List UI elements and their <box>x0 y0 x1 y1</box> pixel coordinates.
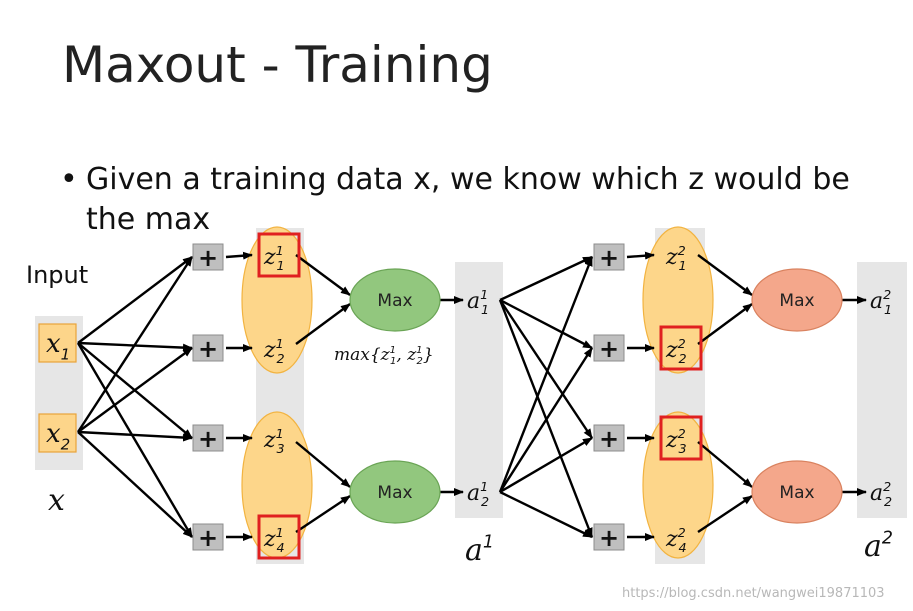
plus-box-l1-1 <box>192 243 224 271</box>
max-node-l2-top <box>751 268 843 332</box>
max-node-l2-bottom <box>751 460 843 524</box>
bullet-dot: • <box>60 162 78 197</box>
layer1-vector-label: a1 <box>465 532 494 568</box>
arrow-z1-2-to-max1 <box>295 303 351 345</box>
plus-box-l2-4 <box>593 523 625 551</box>
arrow-z1-3-to-max2 <box>295 441 351 488</box>
max-node-l1-bottom <box>349 460 441 524</box>
arrow-x1-to-plus1-4 <box>76 342 194 538</box>
arrow-z2-1-to-max3 <box>697 254 753 296</box>
arrow-a1-1-to-plus2-3 <box>499 299 593 439</box>
layer2-vector-label: a2 <box>864 528 893 564</box>
arrow-z2-3-to-max4 <box>697 441 753 488</box>
max-node-l1-bottom-label: Max <box>377 483 412 503</box>
bullet-text: Given a training data x, we know which z… <box>86 162 850 237</box>
arrow-x2-to-plus1-3 <box>77 430 193 442</box>
arrow-x2-to-plus1-1 <box>76 256 194 433</box>
arrow-a1-2-to-plus2-2 <box>498 347 594 493</box>
arrow-a1-1-to-plus2-1 <box>499 255 593 302</box>
input-box-x1 <box>38 323 77 363</box>
arrow-z2-2-to-max3 <box>697 303 753 345</box>
selected-box-z1-1 <box>257 232 301 278</box>
plus-box-l1-1-symbol: + <box>198 244 218 272</box>
arrow-plus2-1-to-z2-1 <box>626 251 655 260</box>
arrow-z1-4-to-max2 <box>295 495 351 533</box>
plus-box-l2-1-symbol: + <box>599 244 619 272</box>
plus-box-l2-2 <box>593 334 625 362</box>
layer2-output-band <box>857 262 907 518</box>
selected-box-z2-3 <box>659 415 703 461</box>
arrow-x2-to-plus1-2 <box>77 347 193 433</box>
arrow-a1-2-to-plus2-4 <box>499 490 593 539</box>
plus-box-l2-1 <box>593 243 625 271</box>
max-node-l1-top <box>349 268 441 332</box>
plus-box-l2-4-symbol: + <box>599 524 619 552</box>
arrow-z2-4-to-max4 <box>697 495 753 533</box>
plus-box-l1-4-symbol: + <box>198 524 218 552</box>
arrow-a1-1-to-plus2-2 <box>499 298 593 350</box>
arrow-a1-2-to-plus2-1 <box>498 256 594 493</box>
arrow-plus1-1-to-z1-1 <box>225 251 253 260</box>
arrow-z1-1-to-max1 <box>295 254 351 296</box>
max-node-l2-bottom-label: Max <box>779 483 814 503</box>
plus-box-l2-3-symbol: + <box>599 425 619 453</box>
input-vector-label: x <box>48 483 65 518</box>
arrow-a1-2-to-plus2-3 <box>499 436 593 494</box>
plus-box-l1-4 <box>192 523 224 551</box>
input-label-x1: x1 <box>46 329 70 363</box>
arrow-x2-to-plus1-4 <box>77 431 193 538</box>
max-node-l1-top-label: Max <box>377 291 412 311</box>
plus-box-l2-3 <box>593 424 625 452</box>
plus-box-l1-3 <box>192 424 224 452</box>
input-label-x2: x2 <box>46 419 70 453</box>
plus-box-l1-2 <box>192 334 224 362</box>
selected-box-z1-4 <box>257 514 301 560</box>
plus-box-l2-2-symbol: + <box>599 335 619 363</box>
plus-box-l1-2-symbol: + <box>198 335 218 363</box>
arrow-x1-to-plus1-1 <box>77 256 193 344</box>
layer1-output-band <box>455 262 503 518</box>
bullet-point: • Given a training data x, we know which… <box>60 160 880 240</box>
plus-box-l1-3-symbol: + <box>198 425 218 453</box>
selected-box-z2-2 <box>659 325 703 371</box>
max-node-l2-top-label: Max <box>779 291 814 311</box>
watermark: https://blog.csdn.net/wangwei19871103 <box>622 586 885 601</box>
slide-title: Maxout - Training <box>62 36 493 94</box>
input-caption: Input <box>26 261 88 289</box>
input-box-x2 <box>38 413 77 453</box>
